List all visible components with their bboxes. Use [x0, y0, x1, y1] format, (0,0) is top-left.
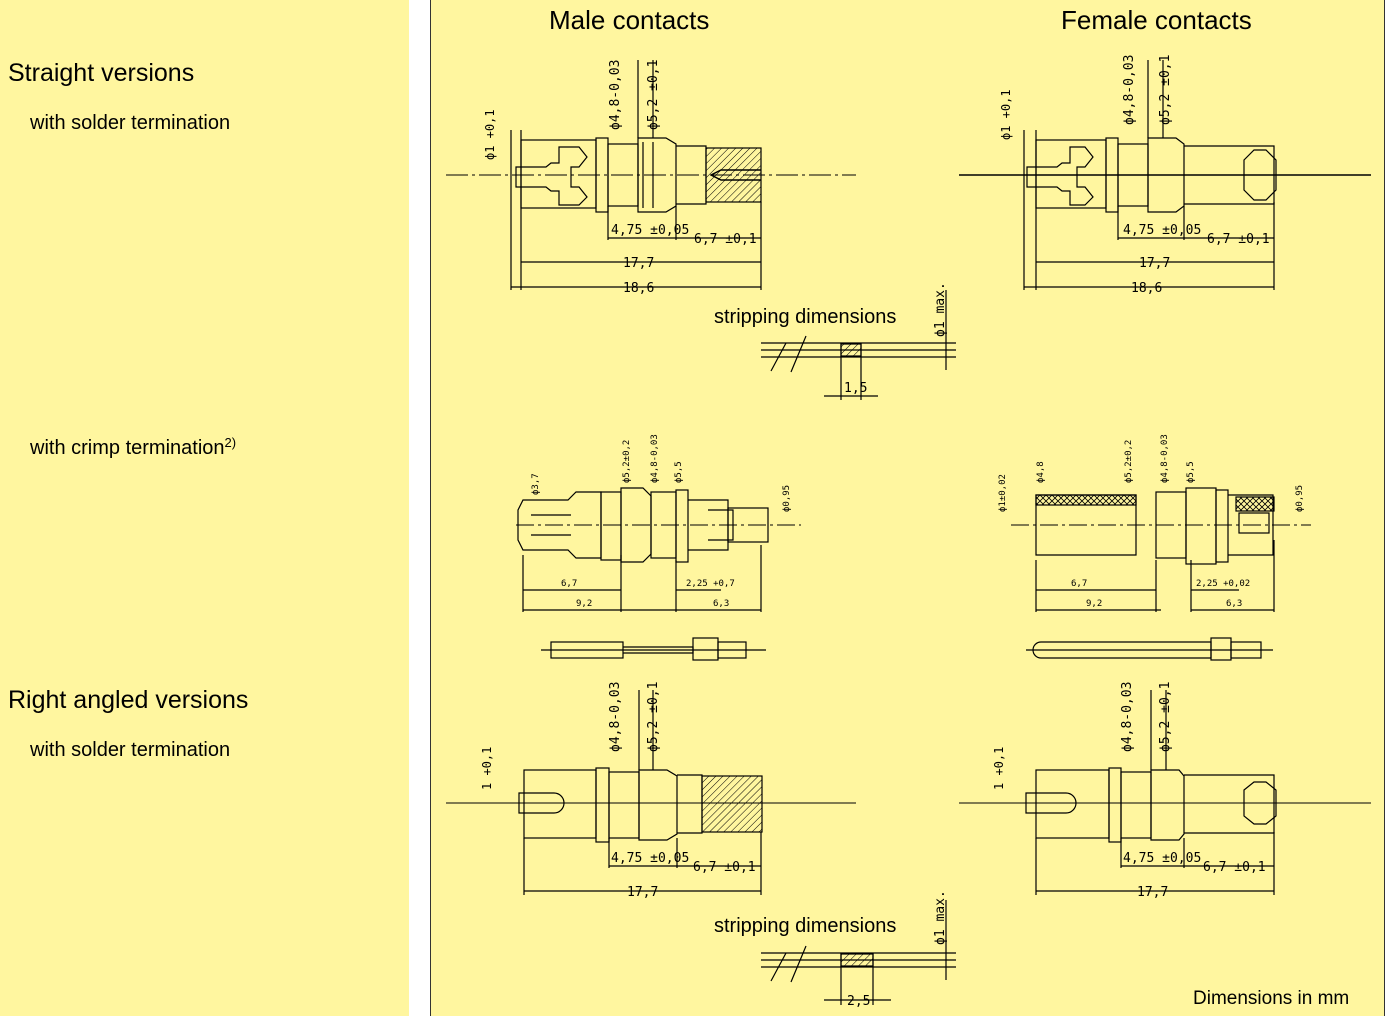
male-dim-d52: ϕ5,2 ±0,1	[646, 60, 661, 130]
angled-male-dim-67: 6,7 ±0,1	[693, 860, 756, 875]
male-dim-177: 17,7	[623, 256, 654, 271]
crimp-dim-095: ϕ0,95	[782, 485, 792, 512]
crimp-dim-52: ϕ5,2±0,2	[622, 440, 632, 483]
crimpf-dim-52: ϕ5,2±0,2	[1124, 440, 1134, 483]
male-straight-solder-drawing: 4,75 ±0,05 6,7 ±0,1 17,7 18,6 ϕ1 +0,1 ϕ4…	[446, 60, 856, 296]
angled-male-dim-177: 17,7	[627, 885, 658, 900]
stripping-dimensions-label-2: stripping dimensions	[714, 915, 897, 937]
male-dim-d48: ϕ4,8-0,03	[608, 60, 623, 130]
female-dim-d52: ϕ5,2 ±0,1	[1158, 55, 1173, 125]
angled-male-dim-475: 4,75 ±0,05	[611, 851, 689, 866]
angled-female-dim-d52: ϕ5,2 ±0,1	[1158, 682, 1173, 752]
female-dim-d48: ϕ4,8-0,03	[1122, 55, 1137, 125]
angled-female-dim-d48: ϕ4,8-0,03	[1120, 682, 1135, 752]
solder-termination-label: with solder termination	[30, 112, 231, 134]
angled-female-dim-475: 4,75 ±0,05	[1123, 851, 1201, 866]
dimensions-units-note: Dimensions in mm	[1193, 988, 1350, 1009]
male-dim-67: 6,7 ±0,1	[694, 232, 757, 247]
crimp-dim-67: 6,7	[561, 579, 577, 589]
male-dim-186: 18,6	[623, 281, 654, 296]
angled-female-dim-1: 1 +0,1	[992, 747, 1006, 790]
angled-female-dim-177: 17,7	[1137, 885, 1168, 900]
stripping-dimensions-label-1: stripping dimensions	[714, 306, 897, 328]
female-dim-475: 4,75 ±0,05	[1123, 223, 1201, 238]
female-angled-drawing: 4,75 ±0,05 6,7 ±0,1 17,7 1 +0,1 ϕ4,8-0,0…	[959, 682, 1371, 900]
angled-male-dim-d48: ϕ4,8-0,03	[608, 682, 623, 752]
female-contacts-heading: Female contacts	[1061, 5, 1252, 35]
angled-male-dim-d52: ϕ5,2 ±0,1	[646, 682, 661, 752]
straight-versions-title: Straight versions	[8, 59, 195, 87]
crimpf-dim-63: 6,3	[1226, 599, 1242, 609]
footnote-marker: 2)	[224, 435, 237, 450]
angled-solder-termination-label: with solder termination	[30, 739, 231, 761]
stripping-dimensions-drawing-1: 1,5 ϕ1 max.	[761, 282, 956, 400]
crimp-dim-48: ϕ4,8-0,03	[650, 434, 660, 483]
angled-female-dim-67: 6,7 ±0,1	[1203, 860, 1266, 875]
right-angled-versions-title: Right angled versions	[8, 686, 249, 714]
female-dim-186: 18,6	[1131, 281, 1162, 296]
female-crimp-drawing: 6,7 2,25 +0,02 9,2 6,3 ϕ1±0,02 ϕ4,8 ϕ5,2…	[998, 434, 1311, 661]
crimp-dim-92: 9,2	[576, 599, 592, 609]
crimp-dim-63: 6,3	[713, 599, 729, 609]
male-crimp-drawing: 6,7 2,25 +0,7 9,2 6,3 ϕ3,7 ϕ5,2±0,2 ϕ4,8…	[516, 434, 801, 661]
male-dim-475: 4,75 ±0,05	[611, 223, 689, 238]
strip2-dim-max: ϕ1 max.	[933, 890, 948, 945]
male-angled-drawing: 4,75 ±0,05 6,7 ±0,1 17,7 1 +0,1 ϕ4,8-0,0…	[446, 682, 856, 900]
female-dim-177: 17,7	[1139, 256, 1170, 271]
crimpf-dim-1: ϕ1±0,02	[998, 474, 1008, 512]
crimpf-dim-48: ϕ4,8-0,03	[1160, 434, 1170, 483]
strip2-dim-25: 2,5	[847, 994, 870, 1009]
left-panel: Straight versions with solder terminatio…	[0, 0, 409, 1016]
strip-dim-15: 1,5	[844, 381, 867, 396]
male-contacts-heading: Male contacts	[549, 5, 710, 35]
female-dim-d1: ϕ1 +0,1	[999, 89, 1013, 140]
angled-male-dim-1: 1 +0,1	[480, 747, 494, 790]
crimp-dim-55: ϕ5,5	[674, 461, 684, 483]
crimp-label-text: with crimp termination	[30, 437, 225, 459]
crimpf-dim-095: ϕ0,95	[1295, 485, 1305, 512]
stripping-dimensions-drawing-2: 2,5 ϕ1 max.	[761, 890, 956, 1009]
crimpf-dim-225: 2,25 +0,02	[1196, 579, 1250, 589]
drawing-panel: Male contacts Female contacts stripping …	[430, 0, 1385, 1016]
crimpf-dim-55: ϕ5,5	[1186, 461, 1196, 483]
crimp-dim-37: ϕ3,7	[531, 473, 541, 495]
female-straight-solder-drawing: 4,75 ±0,05 6,7 ±0,1 17,7 18,6 ϕ1 +0,1 ϕ4…	[959, 55, 1371, 296]
strip-dim-max: ϕ1 max.	[933, 282, 948, 337]
male-dim-d1: ϕ1 +0,1	[483, 109, 497, 160]
crimp-dim-225: 2,25 +0,7	[686, 579, 735, 589]
crimpf-dim-48a: ϕ4,8	[1036, 461, 1046, 483]
crimpf-dim-92: 9,2	[1086, 599, 1102, 609]
female-dim-67: 6,7 ±0,1	[1207, 232, 1270, 247]
technical-drawings: 4,75 ±0,05 6,7 ±0,1 17,7 18,6 ϕ1 +0,1 ϕ4…	[446, 55, 1371, 1009]
crimpf-dim-67: 6,7	[1071, 579, 1087, 589]
crimp-termination-label: with crimp termination2)	[30, 435, 237, 460]
